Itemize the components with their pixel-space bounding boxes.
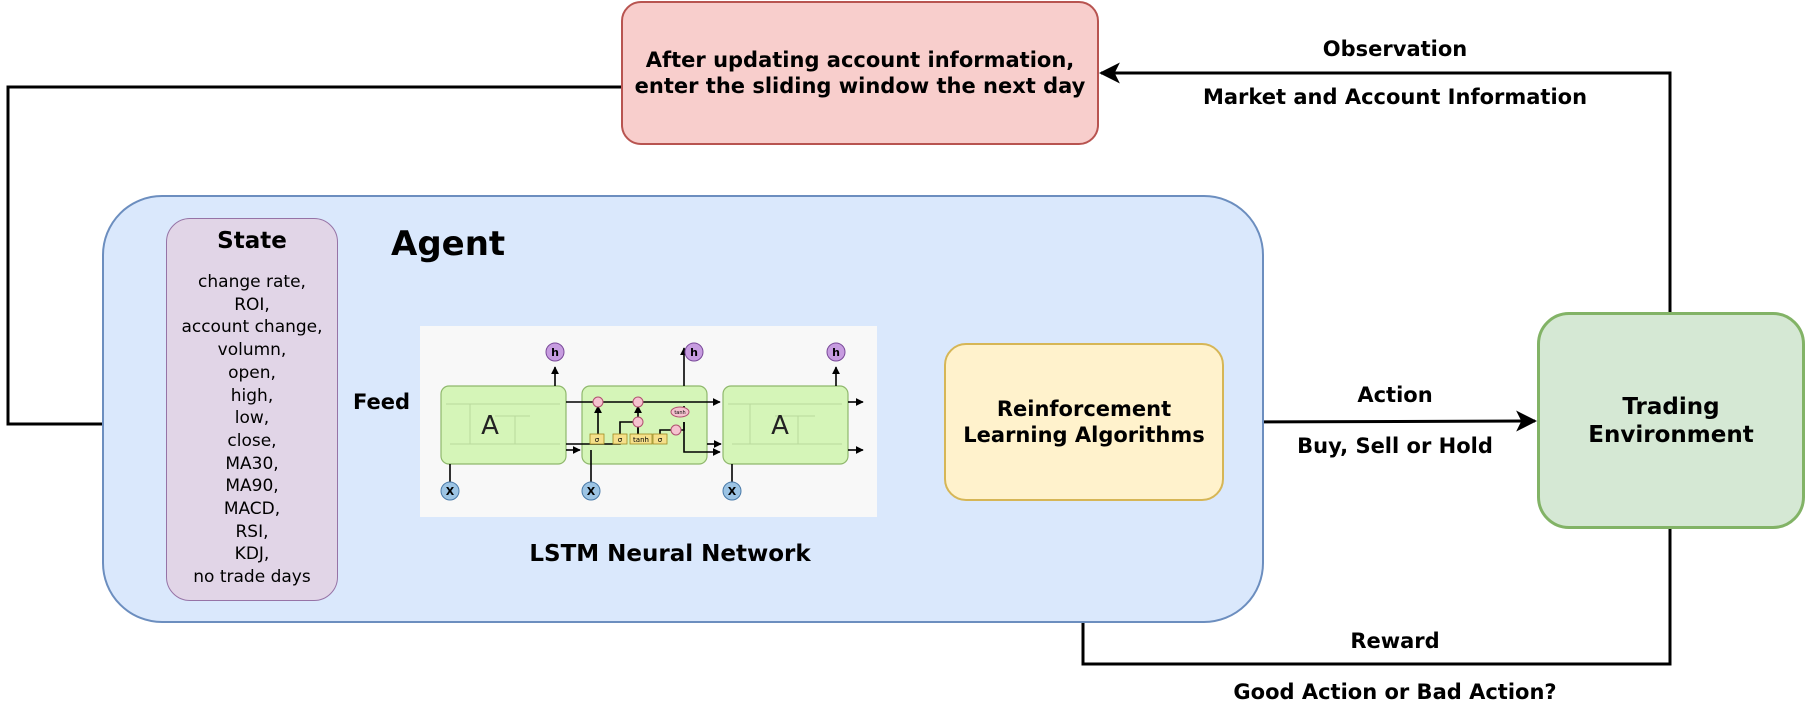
loop-arrow (6, 85, 621, 435)
input-label: X (587, 485, 596, 498)
lstm-label: LSTM Neural Network (529, 541, 811, 567)
update-window-box: After updating account information, ente… (621, 1, 1099, 145)
state-feature: MA30, (225, 453, 279, 474)
update-window-line2: enter the sliding window the next day (634, 74, 1086, 98)
input-node (440, 481, 460, 501)
state-feature: high, (230, 385, 274, 406)
lstm-gate-label: σ (658, 436, 663, 444)
state-feature: close, (227, 430, 277, 451)
rl-line2: Learning Algorithms (963, 423, 1205, 447)
rl-algorithms-box: Reinforcement Learning Algorithms (944, 343, 1224, 501)
state-feature: no trade days (193, 567, 311, 588)
action-label: Action (1357, 383, 1433, 407)
hidden-state-label: h (832, 346, 840, 359)
observation-sub-label: Market and Account Information (1202, 85, 1588, 109)
hidden-state-label: h (690, 346, 698, 359)
state-feature: KDJ, (234, 544, 270, 565)
env-line1: Trading (1622, 393, 1720, 420)
input-node (581, 481, 601, 501)
reward-sub-label: Good Action or Bad Action? (1233, 680, 1557, 704)
lstm-tanh-small: tanh (674, 410, 685, 416)
state-feature: ROI, (234, 294, 270, 315)
reward-label: Reward (1350, 629, 1440, 653)
observation-arrow (1098, 62, 1672, 312)
state-feature: volumn, (217, 340, 287, 361)
lstm-gate-label: tanh (633, 436, 649, 444)
agent-title: Agent (391, 224, 506, 264)
state-feature-list: change rate, ROI, account change, volumn… (167, 271, 337, 589)
hidden-state-node (545, 342, 565, 362)
action-sub-label: Buy, Sell or Hold (1297, 434, 1493, 458)
lstm-illustration: A tanh σ σ tanh σ (440, 342, 864, 501)
lstm-diagram: A tanh σ σ tanh σ (420, 326, 877, 517)
state-feature: MACD, (223, 499, 281, 520)
input-node (722, 481, 742, 501)
update-window-line1: After updating account information, (645, 48, 1075, 72)
state-feature: open, (228, 362, 276, 383)
lstm-gate-label: σ (595, 436, 600, 444)
lstm-cell-letter-left: A (481, 411, 499, 441)
state-box: State change rate, ROI, account change, … (166, 218, 338, 601)
state-feature: low, (234, 408, 270, 429)
state-feature: MA90, (225, 476, 279, 497)
hidden-state-label: h (551, 346, 559, 359)
state-feature: change rate, (198, 272, 306, 292)
input-label: X (446, 485, 455, 498)
lstm-cell-letter-right: A (771, 411, 789, 441)
trading-environment-box: Trading Environment (1537, 312, 1805, 529)
lstm-cell-left (440, 385, 567, 465)
hidden-state-node (826, 342, 846, 362)
rl-line1: Reinforcement (996, 397, 1172, 421)
state-feature: RSI, (235, 521, 269, 542)
input-label: X (728, 485, 737, 498)
hidden-state-node (684, 342, 704, 362)
state-title: State (217, 228, 287, 254)
feed-label: Feed (353, 390, 411, 414)
env-line2: Environment (1588, 421, 1754, 448)
action-arrow (1223, 410, 1538, 432)
state-feature: account change, (181, 317, 323, 338)
lstm-gate-label: σ (618, 436, 623, 444)
observation-label: Observation (1322, 37, 1468, 61)
